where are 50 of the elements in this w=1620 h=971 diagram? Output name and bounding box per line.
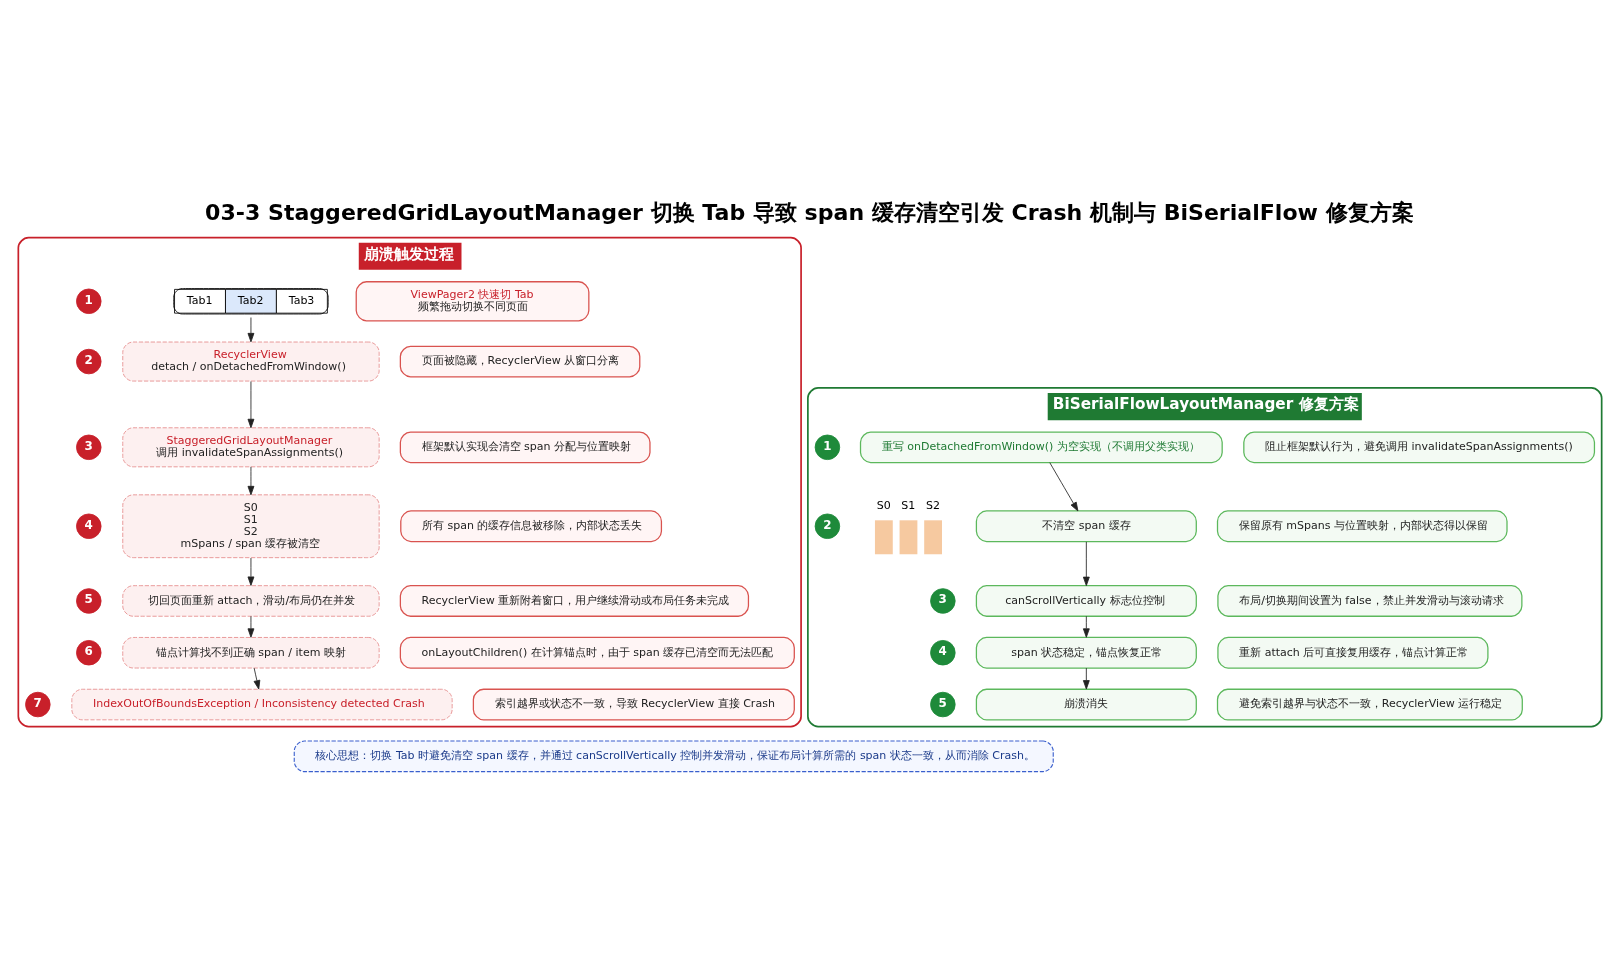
label: S2 — [925, 498, 940, 512]
arrow — [1082, 541, 1090, 587]
node-circle: 1 — [814, 434, 841, 461]
node-box: 锚点计算找不到正确 span / item 映射 — [122, 637, 380, 669]
node-box: RecyclerView 重新附着窗口，用户继续滑动或布局任务未完成 — [399, 585, 750, 617]
node-circle: 3 — [930, 588, 956, 614]
arrow — [247, 317, 255, 343]
node-circle: 1 — [76, 288, 102, 314]
node-box: IndexOutOfBoundsException / Inconsistency detected Crash — [71, 688, 453, 721]
label: S0 — [876, 498, 891, 512]
arrow — [247, 381, 255, 429]
node-box: 不清空 span 缓存 — [975, 510, 1197, 543]
node-box: 切回页面重新 attach，滑动/布局仍在并发 — [122, 585, 380, 617]
node-circle: 3 — [76, 434, 102, 461]
arrow — [247, 615, 255, 638]
arrow — [1049, 462, 1079, 512]
node-circle: 6 — [76, 640, 102, 666]
node-circle: 4 — [76, 513, 102, 539]
node-box: 布局/切换期间设置为 false，禁止并发滑动与滚动请求 — [1217, 585, 1523, 617]
node-circle: 2 — [814, 513, 841, 539]
arrow — [1082, 615, 1090, 638]
node-box: ViewPager2 快速切 Tab 频繁拖动切换不同页面 — [355, 281, 590, 322]
node-circle: 7 — [25, 691, 51, 718]
node-box: StaggeredGridLayoutManager 调用 invalidateSpanAssignments() — [122, 427, 380, 468]
node-box: 索引越界或状态不一致，导致 RecyclerView 直接 Crash — [472, 688, 795, 721]
node-box: onLayoutChildren() 在计算锚点时，由于 span 缓存已清空而无法匹配 — [399, 636, 795, 669]
node-box: span 状态稳定，锚点恢复正常 — [975, 636, 1197, 669]
node-box: 所有 span 的缓存信息被移除，内部状态丢失 — [400, 510, 663, 543]
node-box: 阻止框架默认行为，避免调用 invalidateSpanAssignments() — [1243, 431, 1596, 464]
node-box: 重新 attach 后可直接复用缓存，锚点计算正常 — [1217, 636, 1489, 669]
node-box: 重写 onDetachedFromWindow() 为空实现（不调用父类实现） — [859, 431, 1223, 464]
node-circle: 2 — [76, 348, 102, 375]
node-box: 崩溃消失 — [975, 688, 1197, 721]
node-box: 框架默认实现会清空 span 分配与位置映射 — [399, 431, 651, 464]
node-box: 保留原有 mSpans 与位置映射，内部状态得以保留 — [1216, 510, 1508, 543]
label: S1 — [901, 498, 916, 512]
node-box: RecyclerView detach / onDetachedFromWindow() — [122, 341, 380, 382]
node-circle: 4 — [930, 640, 956, 666]
node-box: 避免索引越界与状态不一致，RecyclerView 运行稳定 — [1216, 688, 1523, 721]
node-circle: 5 — [930, 691, 956, 718]
arrow — [253, 667, 261, 690]
node-box: 核心思想：切换 Tab 时避免清空 span 缓存，并通过 canScrollVertically 控制并发滑动，保证布局计算所需的 span 状态一致，从而消除 Crash。 — [293, 740, 1054, 773]
node-box: canScrollVertically 标志位控制 — [975, 585, 1197, 617]
diagram-title: 03-3 StaggeredGridLayoutManager 切换 Tab 导致 span 缓存清空引发 Crash 机制与 BiSerialFlow 修复方案 — [205, 199, 1414, 225]
node-box: S0 S1 S2 mSpans / span 缓存被清空 — [122, 494, 380, 559]
arrow — [1082, 667, 1090, 690]
node-circle: 5 — [76, 588, 102, 614]
arrow — [247, 466, 255, 496]
node-box: 页面被隐藏，RecyclerView 从窗口分离 — [399, 345, 641, 378]
arrow — [247, 557, 255, 586]
